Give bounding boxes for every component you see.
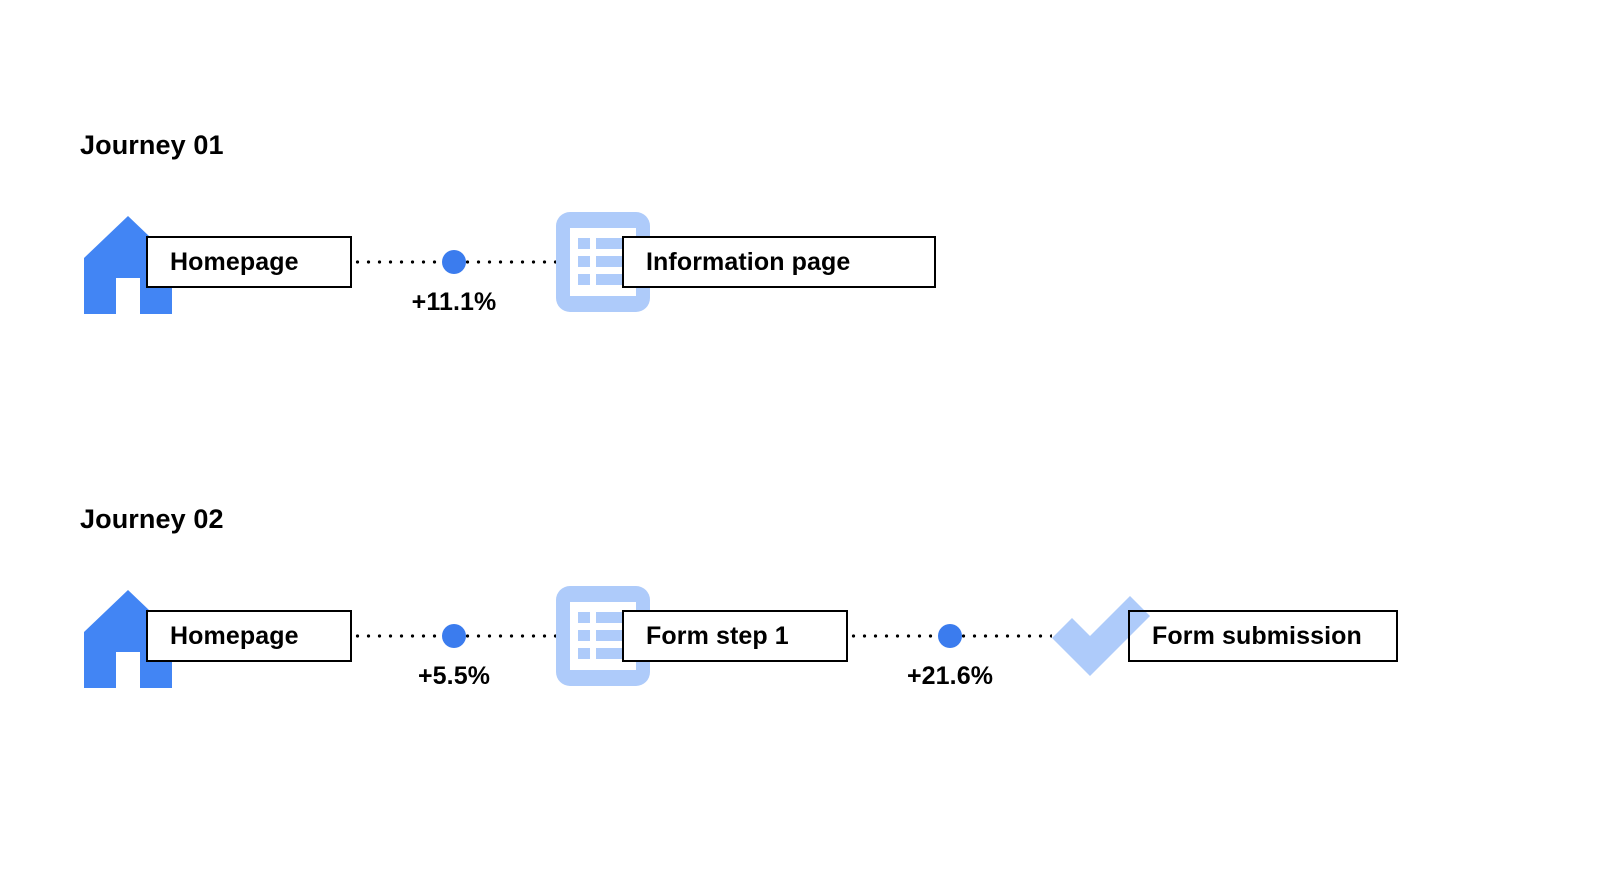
journey-node-box-form-submission: Form submission <box>1128 610 1398 662</box>
journey-node-box-homepage: Homepage <box>146 610 352 662</box>
box-fill <box>148 238 350 286</box>
journey-title-01: Journey 01 <box>80 130 224 160</box>
connector-percent-label: +5.5% <box>417 662 491 690</box>
journey-connector-1: +5.5% <box>352 584 556 714</box>
journey-node-box-form-step-1: Form step 1 <box>622 610 848 662</box>
journey-node-label: Homepage <box>170 247 299 276</box>
connector-dot-icon <box>938 624 962 648</box>
journey-title-02: Journey 02 <box>80 504 224 534</box>
journey-node-label: Form submission <box>1152 621 1362 650</box>
journey-node-form-submission[interactable]: Form submission <box>1046 584 1398 714</box>
journey-node-label: Information page <box>646 247 851 276</box>
journey-node-homepage[interactable]: Homepage <box>80 210 352 340</box>
journey-node-box-information-page: Information page <box>622 236 936 288</box>
box-fill <box>148 612 350 660</box>
journey-node-label: Form step 1 <box>646 621 789 650</box>
box-fill <box>624 238 934 286</box>
connector-dot-icon <box>442 624 466 648</box>
journey-node-form-step-1[interactable]: Form step 1 <box>556 584 848 714</box>
connector-dot-icon <box>442 250 466 274</box>
journey-flow-01: Homepage +11.1% <box>0 210 1601 340</box>
box-fill <box>624 612 846 660</box>
journey-node-homepage[interactable]: Homepage <box>80 584 352 714</box>
journey-node-label: Homepage <box>170 621 299 650</box>
journey-node-information-page[interactable]: Information page <box>556 210 936 340</box>
journey-flow-02: Homepage +5.5% <box>0 584 1601 714</box>
journey-connector-2: +21.6% <box>848 584 1052 714</box>
checkmark-icon <box>1046 580 1156 692</box>
journey-node-box-homepage: Homepage <box>146 236 352 288</box>
journey-connector-1: +11.1% <box>352 210 556 340</box>
connector-percent-label: +21.6% <box>906 662 994 690</box>
connector-percent-label: +11.1% <box>411 288 497 316</box>
